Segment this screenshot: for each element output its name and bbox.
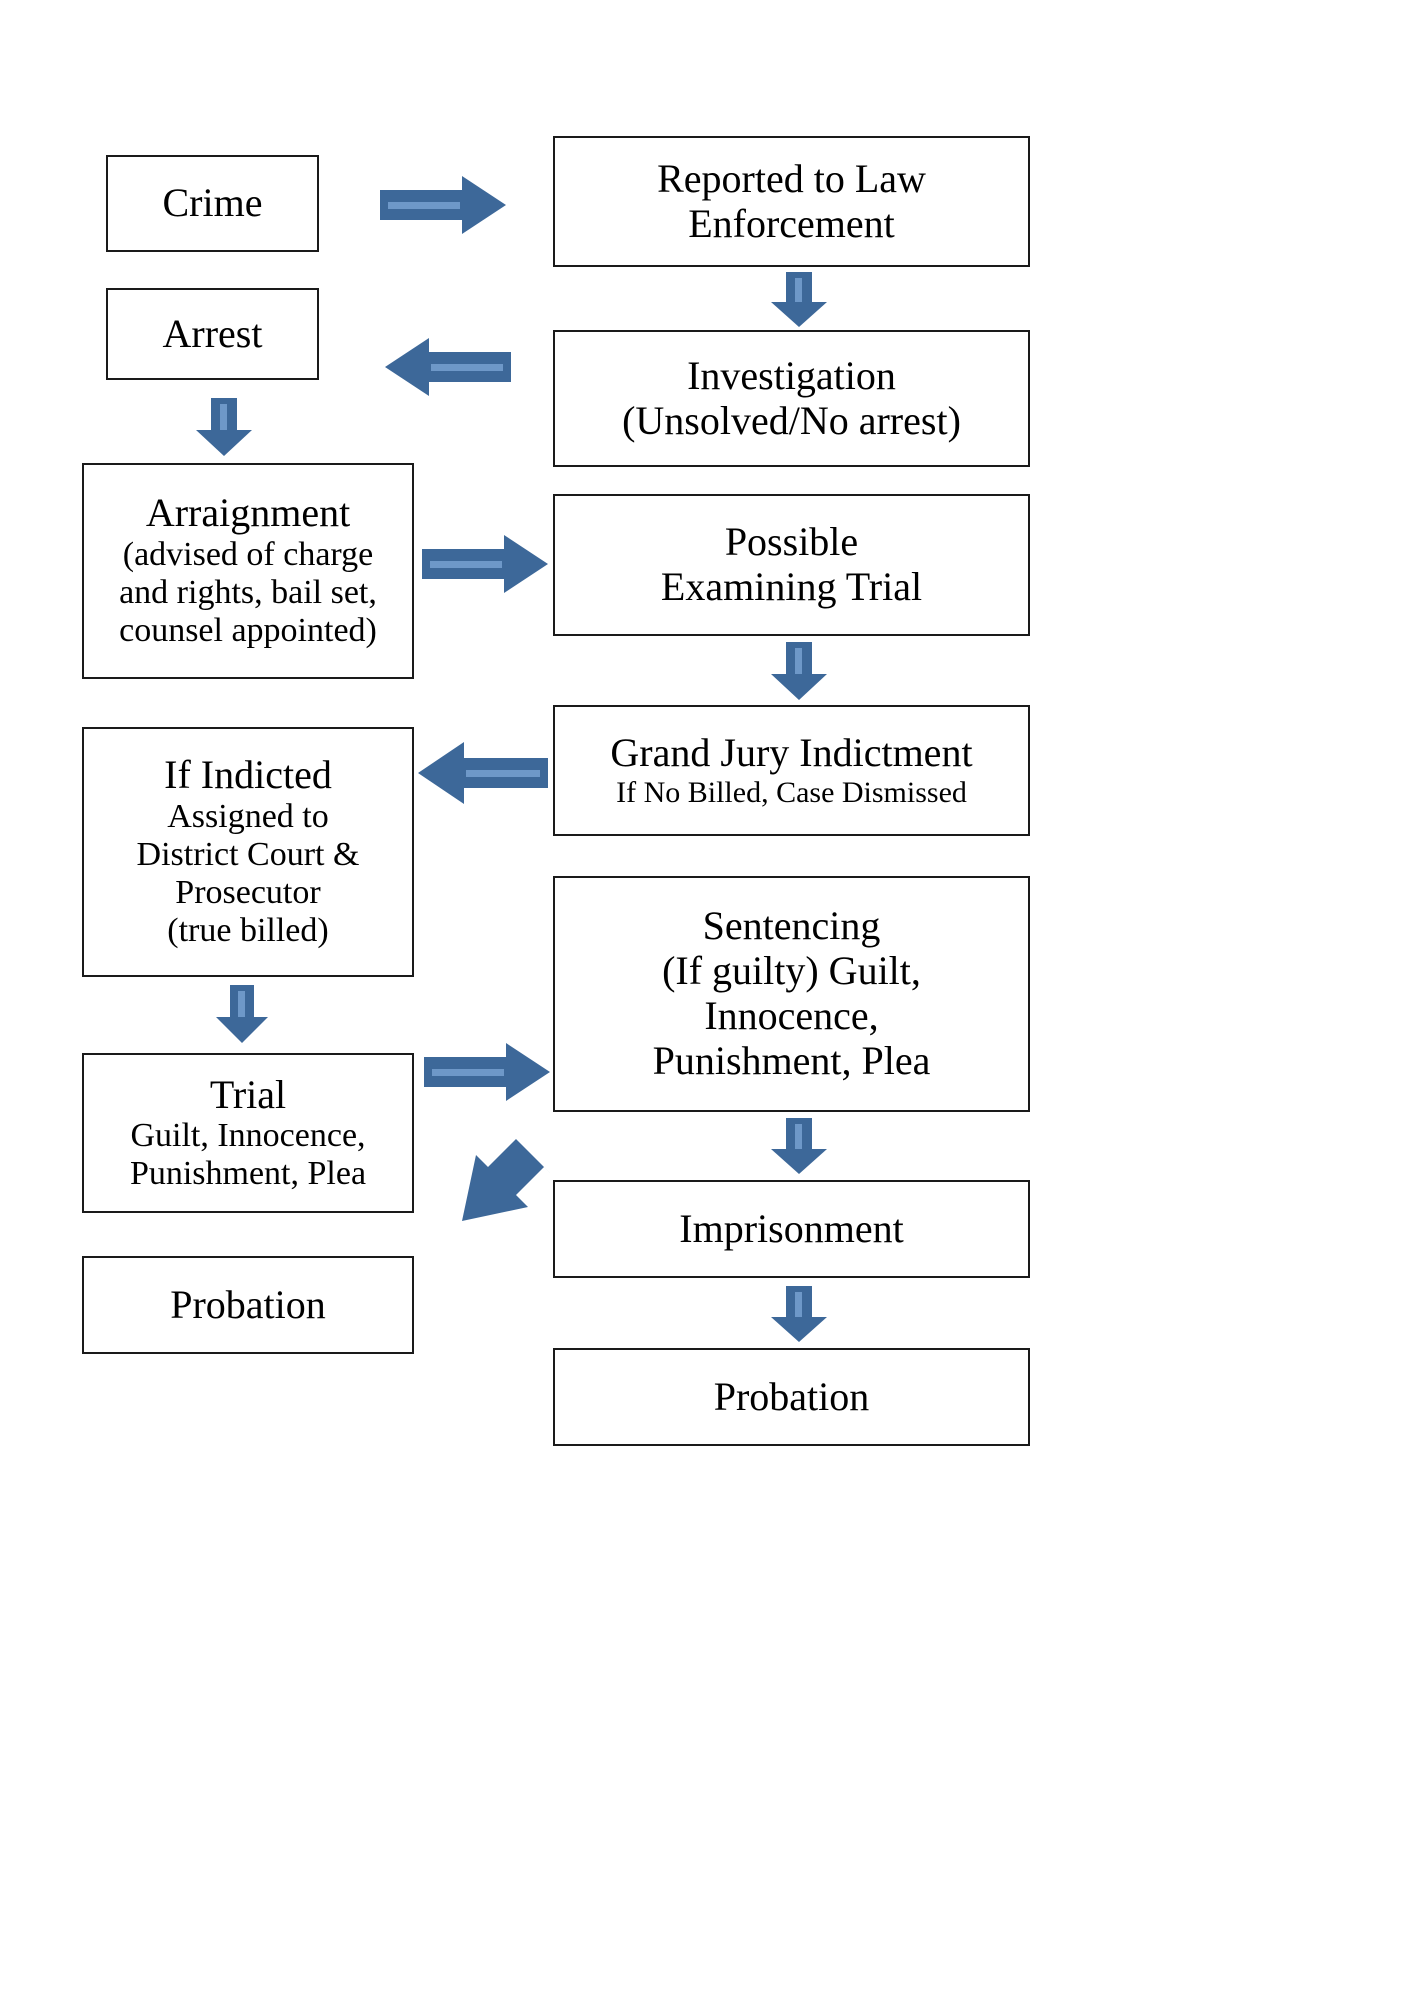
node-probation-right[interactable]: Probation [553, 1348, 1030, 1446]
node-grandjury-line-2: If No Billed, Case Dismissed [616, 776, 967, 810]
node-trial-line-2: Guilt, Innocence, [130, 1117, 366, 1155]
node-probation-right-line-1: Probation [713, 1373, 870, 1419]
node-sentencing-line-4: Punishment, Plea [652, 1037, 931, 1083]
arrow-reported-to-investigation-icon [771, 272, 827, 327]
node-if-indicted-line-5: (true billed) [167, 912, 329, 950]
arrow-if-indicted-to-trial-icon [216, 985, 268, 1043]
node-if-indicted[interactable]: If Indicted Assigned to District Court &… [82, 727, 414, 977]
node-crime-line-1: Crime [162, 180, 263, 226]
node-grand-jury-indictment[interactable]: Grand Jury Indictment If No Billed, Case… [553, 705, 1030, 836]
node-sentencing[interactable]: Sentencing (If guilty) Guilt, Innocence,… [553, 876, 1030, 1112]
node-crime[interactable]: Crime [106, 155, 319, 252]
node-sentencing-line-3: Innocence, [704, 993, 879, 1038]
node-arrest-line-1: Arrest [162, 310, 263, 356]
node-trial-line-3: Punishment, Plea [129, 1155, 367, 1193]
node-grandjury-line-1: Grand Jury Indictment [610, 730, 973, 776]
node-investigation[interactable]: Investigation (Unsolved/No arrest) [553, 330, 1030, 467]
node-probation-left[interactable]: Probation [82, 1256, 414, 1354]
arrow-crime-to-reported-icon [380, 176, 506, 234]
node-reported-to-law-enforcement[interactable]: Reported to Law Enforcement [553, 136, 1030, 267]
node-if-indicted-line-4: Prosecutor [175, 874, 321, 912]
node-probation-left-line-1: Probation [170, 1281, 326, 1327]
arrow-arrest-to-arraignment-icon [196, 398, 252, 456]
node-investigation-line-1: Investigation [687, 352, 896, 398]
node-if-indicted-line-1: If Indicted [164, 752, 332, 798]
arrow-sentencing-to-probation-left-icon [444, 1137, 556, 1249]
node-arraignment-line-3: and rights, bail set, [119, 574, 377, 612]
node-arraignment-line-2: (advised of charge [122, 536, 374, 574]
arrow-imprisonment-to-probation-icon [771, 1286, 827, 1342]
node-arraignment-line-1: Arraignment [145, 490, 351, 536]
node-trial[interactable]: Trial Guilt, Innocence, Punishment, Plea [82, 1053, 414, 1213]
arrow-grandjury-to-if-indicted-icon [418, 742, 548, 804]
arrow-examining-to-grandjury-icon [771, 642, 827, 700]
node-possible-examining-trial[interactable]: Possible Examining Trial [553, 494, 1030, 636]
node-investigation-line-2: (Unsolved/No arrest) [622, 397, 961, 443]
node-imprisonment[interactable]: Imprisonment [553, 1180, 1030, 1278]
node-imprisonment-line-1: Imprisonment [679, 1205, 904, 1251]
node-reported-line-2: Enforcement [688, 200, 895, 246]
node-sentencing-line-1: Sentencing [702, 903, 881, 949]
node-sentencing-line-2: (If guilty) Guilt, [662, 948, 921, 994]
arrow-arraignment-to-examining-icon [422, 535, 548, 593]
node-arrest[interactable]: Arrest [106, 288, 319, 380]
node-arraignment[interactable]: Arraignment (advised of charge and right… [82, 463, 414, 679]
node-trial-line-1: Trial [209, 1071, 287, 1117]
node-if-indicted-line-3: District Court & [136, 836, 360, 874]
node-examining-line-1: Possible [724, 519, 859, 565]
arrow-investigation-to-arrest-icon [385, 338, 511, 396]
node-reported-line-1: Reported to Law [657, 155, 926, 201]
arrow-sentencing-to-imprisonment-icon [771, 1118, 827, 1174]
node-arraignment-line-4: counsel appointed) [119, 612, 377, 650]
node-examining-line-2: Examining Trial [660, 564, 923, 609]
arrow-trial-to-sentencing-icon [424, 1043, 550, 1101]
node-if-indicted-line-2: Assigned to [167, 798, 329, 836]
